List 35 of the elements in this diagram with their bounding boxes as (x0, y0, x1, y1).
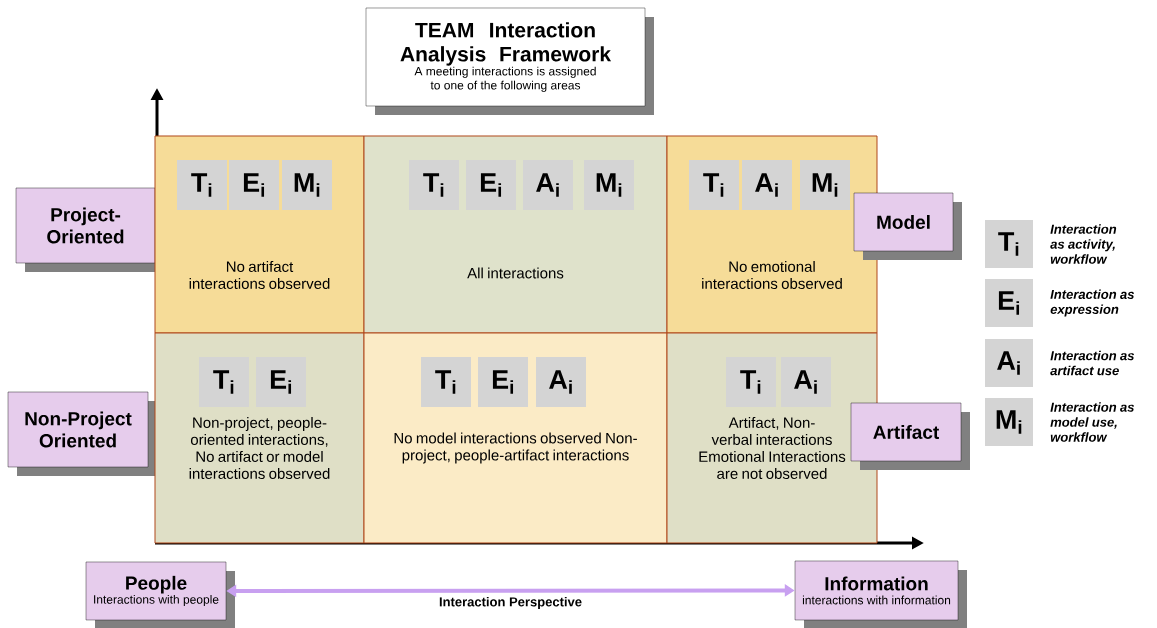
letter-tile: T$_{i}$ (199, 357, 249, 407)
label-box: Non-Project Oriented (7, 391, 157, 476)
node-label: E$_{i}$ (243, 173, 265, 197)
letter-tile: A$_{i}$ (523, 160, 573, 210)
letter-tile: T$_{i}$ (421, 357, 471, 407)
letter-tile: T$_{i}$ (409, 160, 459, 210)
title-box: TEAM Interaction Analysis Framework A meeting interactions is assigned to one of the following areas (365, 7, 654, 115)
letter-tile: M$_{i}$ (282, 160, 332, 210)
letter-tile: A$_{i}$ (985, 339, 1033, 387)
letter-tile: T$_{i}$ (177, 160, 227, 210)
legend-text: Interaction as model use, workflow (1050, 402, 1134, 442)
letter-tile: A$_{i}$ (536, 357, 586, 407)
letter-tile: E$_{i}$ (985, 279, 1033, 327)
letter-tile: T$_{i}$ (689, 160, 739, 210)
legend-text: Interaction as artifact use (1050, 350, 1134, 376)
legend-text: Interaction as activity, workflow (1050, 224, 1117, 264)
letter-tile: A$_{i}$ (742, 160, 792, 210)
letter-tile: T$_{i}$ (985, 220, 1033, 268)
letter-tile: E$_{i}$ (229, 160, 279, 210)
edge-label: Interaction Perspective (438, 595, 584, 611)
letter-tile: E$_{i}$ (478, 357, 528, 407)
label-box: People Interactions with people (85, 561, 235, 628)
label-box: Project-Oriented (15, 187, 164, 272)
label-box: Information interactions with information (794, 560, 967, 628)
label-box: Artifact (850, 402, 970, 470)
letter-tile: M$_{i}$ (985, 398, 1033, 446)
legend-text: Interaction as expression (1050, 289, 1134, 317)
letter-tile: E$_{i}$ (466, 160, 516, 210)
node-label: T$_{i}$ (191, 173, 212, 197)
letter-tile: M$_{i}$ (584, 160, 634, 210)
letter-tile: M$_{i}$ (800, 160, 850, 210)
letter-tile: T$_{i}$ (726, 357, 776, 407)
label-box: Model (853, 192, 962, 260)
letter-tile: E$_{i}$ (256, 357, 306, 407)
letter-tile: A$_{i}$ (781, 357, 831, 407)
